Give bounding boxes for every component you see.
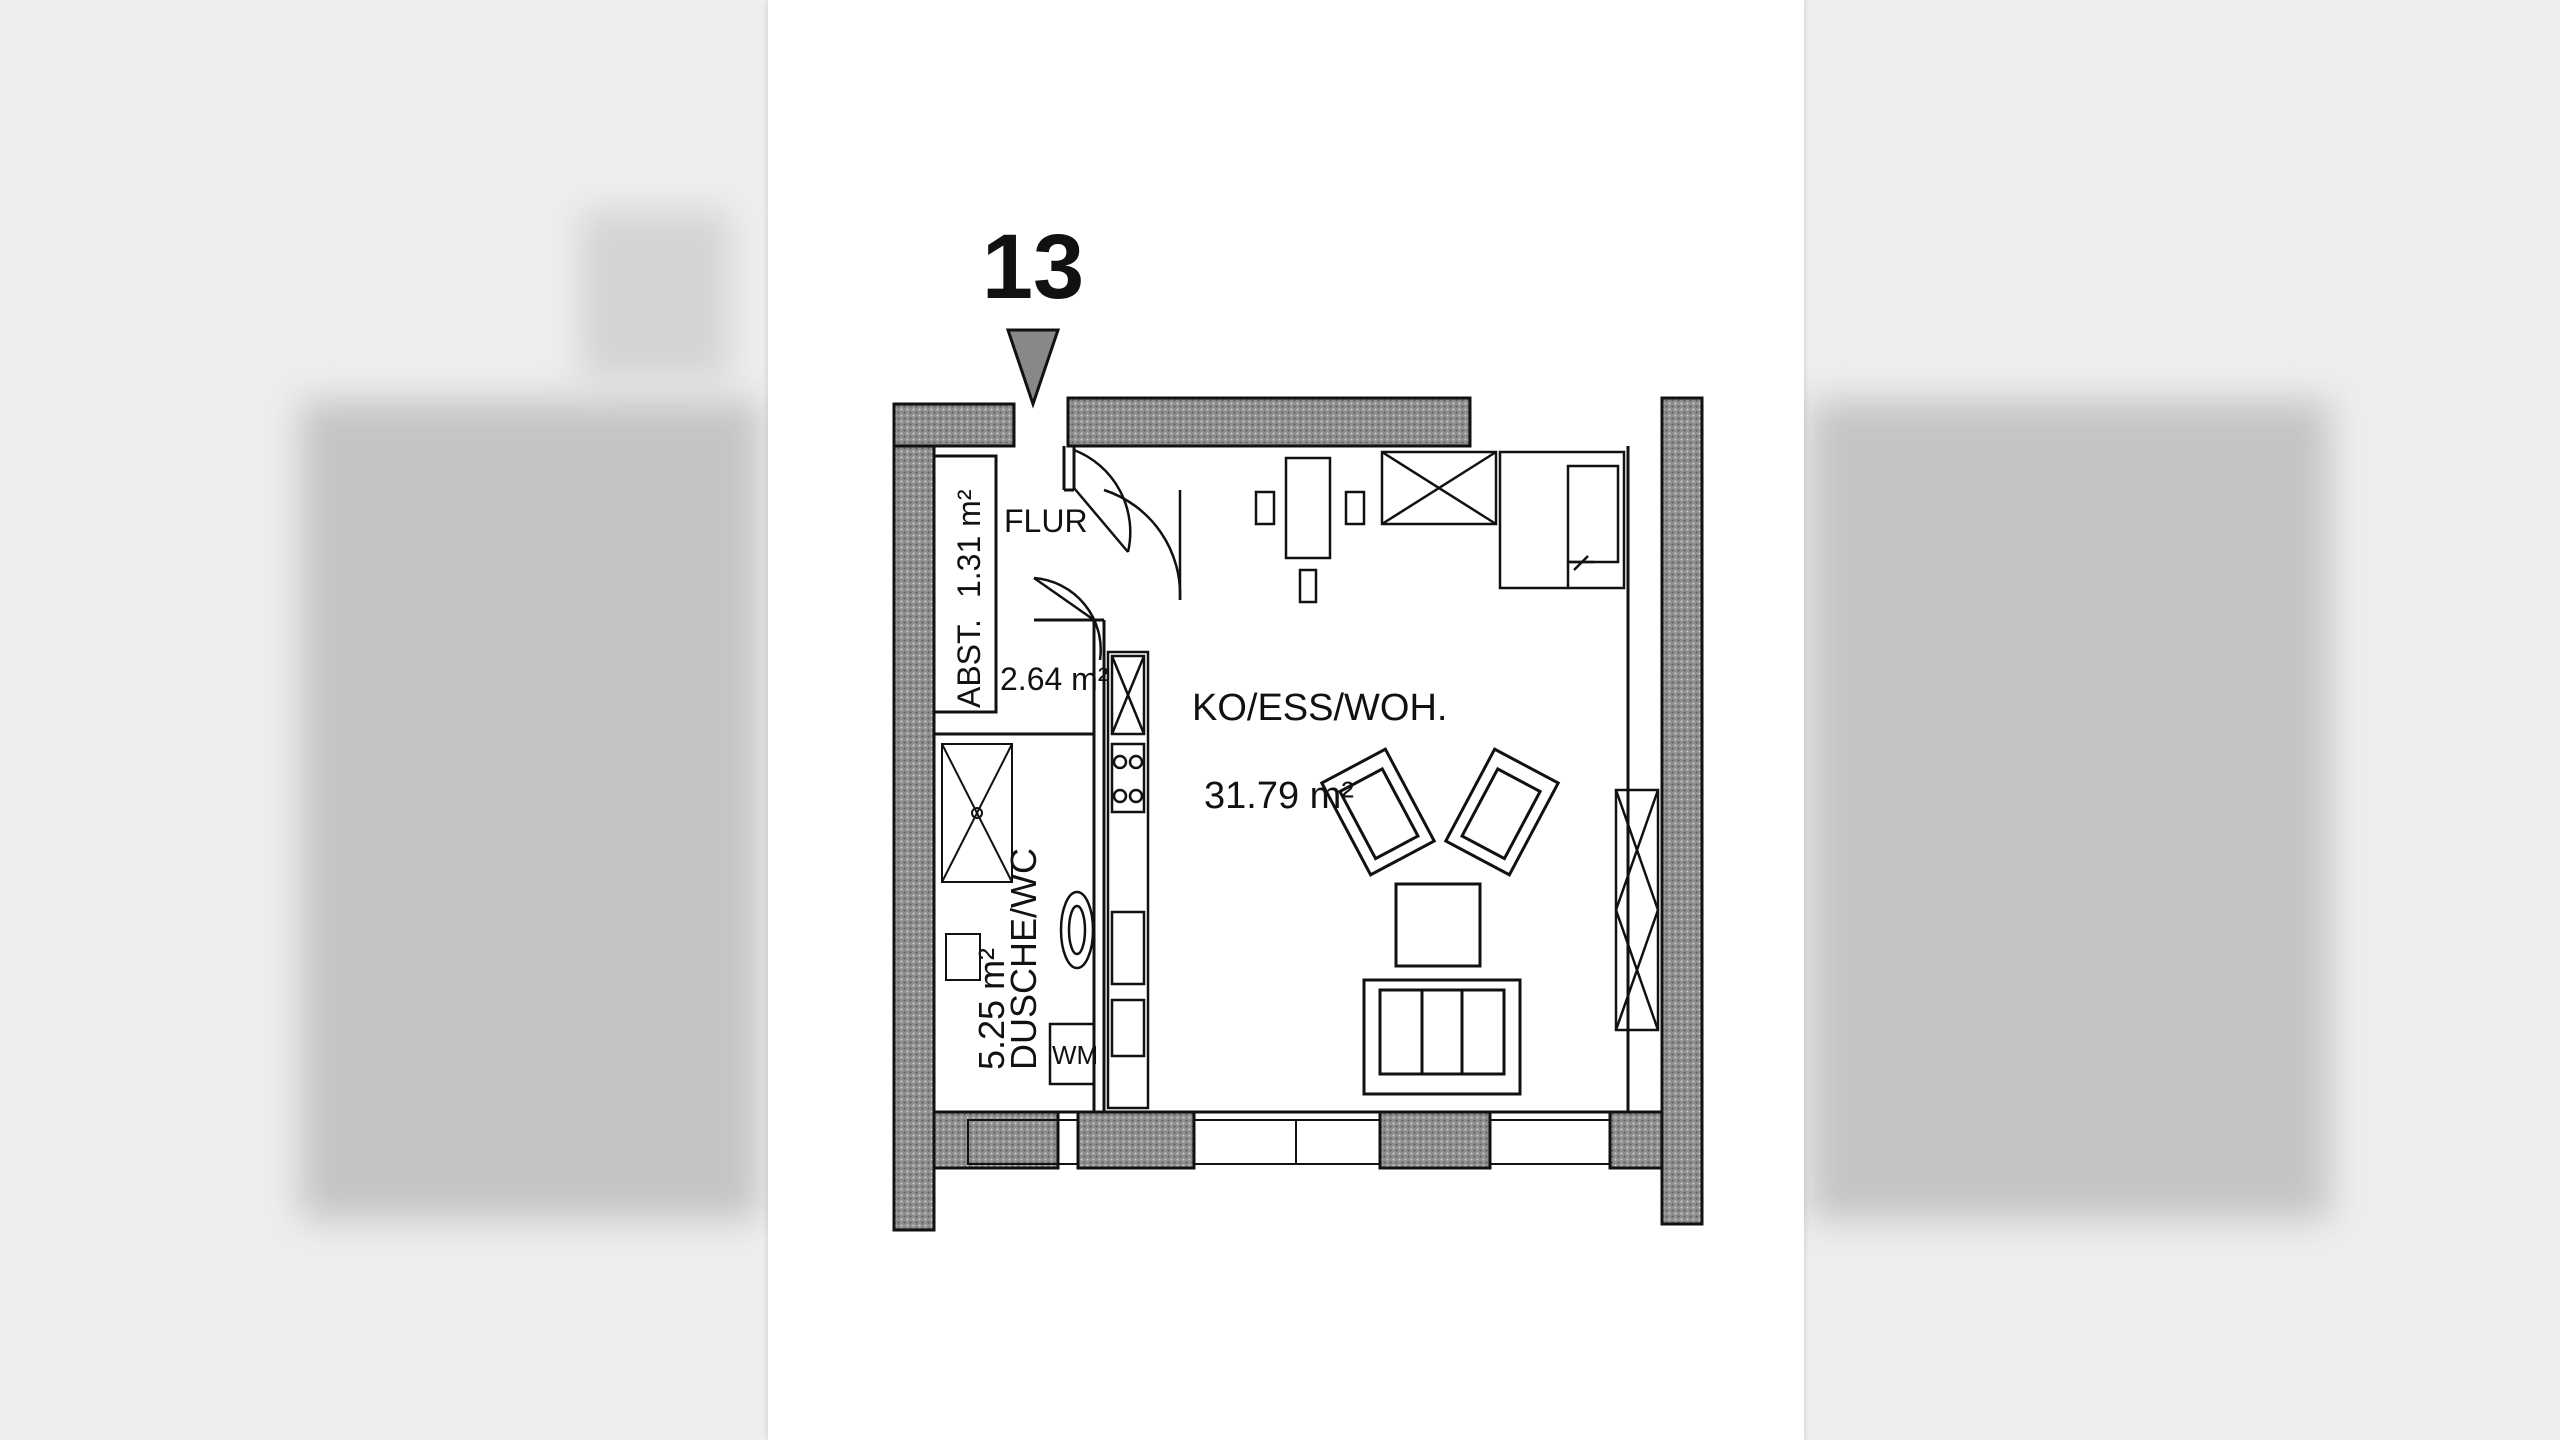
entry-arrow-icon [1005, 328, 1061, 409]
abst-cabinet [932, 454, 998, 714]
shower [941, 743, 1013, 883]
unit-number: 13 [982, 216, 1084, 318]
floor-plan: 13 [892, 216, 1704, 1232]
washer-label: WM [1052, 1040, 1098, 1070]
wardrobe-top [1380, 450, 1498, 526]
ghost-right-plan [1810, 400, 2330, 1220]
windows [967, 1119, 1611, 1165]
sofa [1362, 978, 1522, 1096]
bed-corner [1498, 450, 1626, 590]
sink [945, 933, 981, 981]
sideboard [1614, 788, 1660, 1032]
abst-area: 1.31 m² [951, 489, 987, 598]
ghost-left-number [580, 210, 730, 380]
wohnen-area: 31.79 m² [1204, 775, 1354, 817]
washer-box [1048, 1022, 1096, 1086]
dining-set [1254, 456, 1366, 604]
ghost-left-plan [300, 400, 760, 1220]
doors [1033, 448, 1182, 661]
abst-label: ABST. [951, 619, 987, 708]
armchairs [1319, 747, 1561, 877]
wohnen-label: KO/ESS/WOH. [1192, 687, 1447, 729]
dusche-area: 5.25 m² [971, 948, 1012, 1070]
toilet [1059, 890, 1095, 970]
flur-area: 2.64 m² [1000, 661, 1109, 697]
dusche-label: DUSCHE/WC [1003, 848, 1044, 1070]
flur-label: FLUR [1004, 503, 1088, 539]
kitchen-counter [1106, 650, 1150, 1110]
coffee-table [1394, 882, 1482, 968]
exterior-walls [892, 396, 1704, 1232]
floor-plan-sheet: 13 [768, 0, 1804, 1440]
